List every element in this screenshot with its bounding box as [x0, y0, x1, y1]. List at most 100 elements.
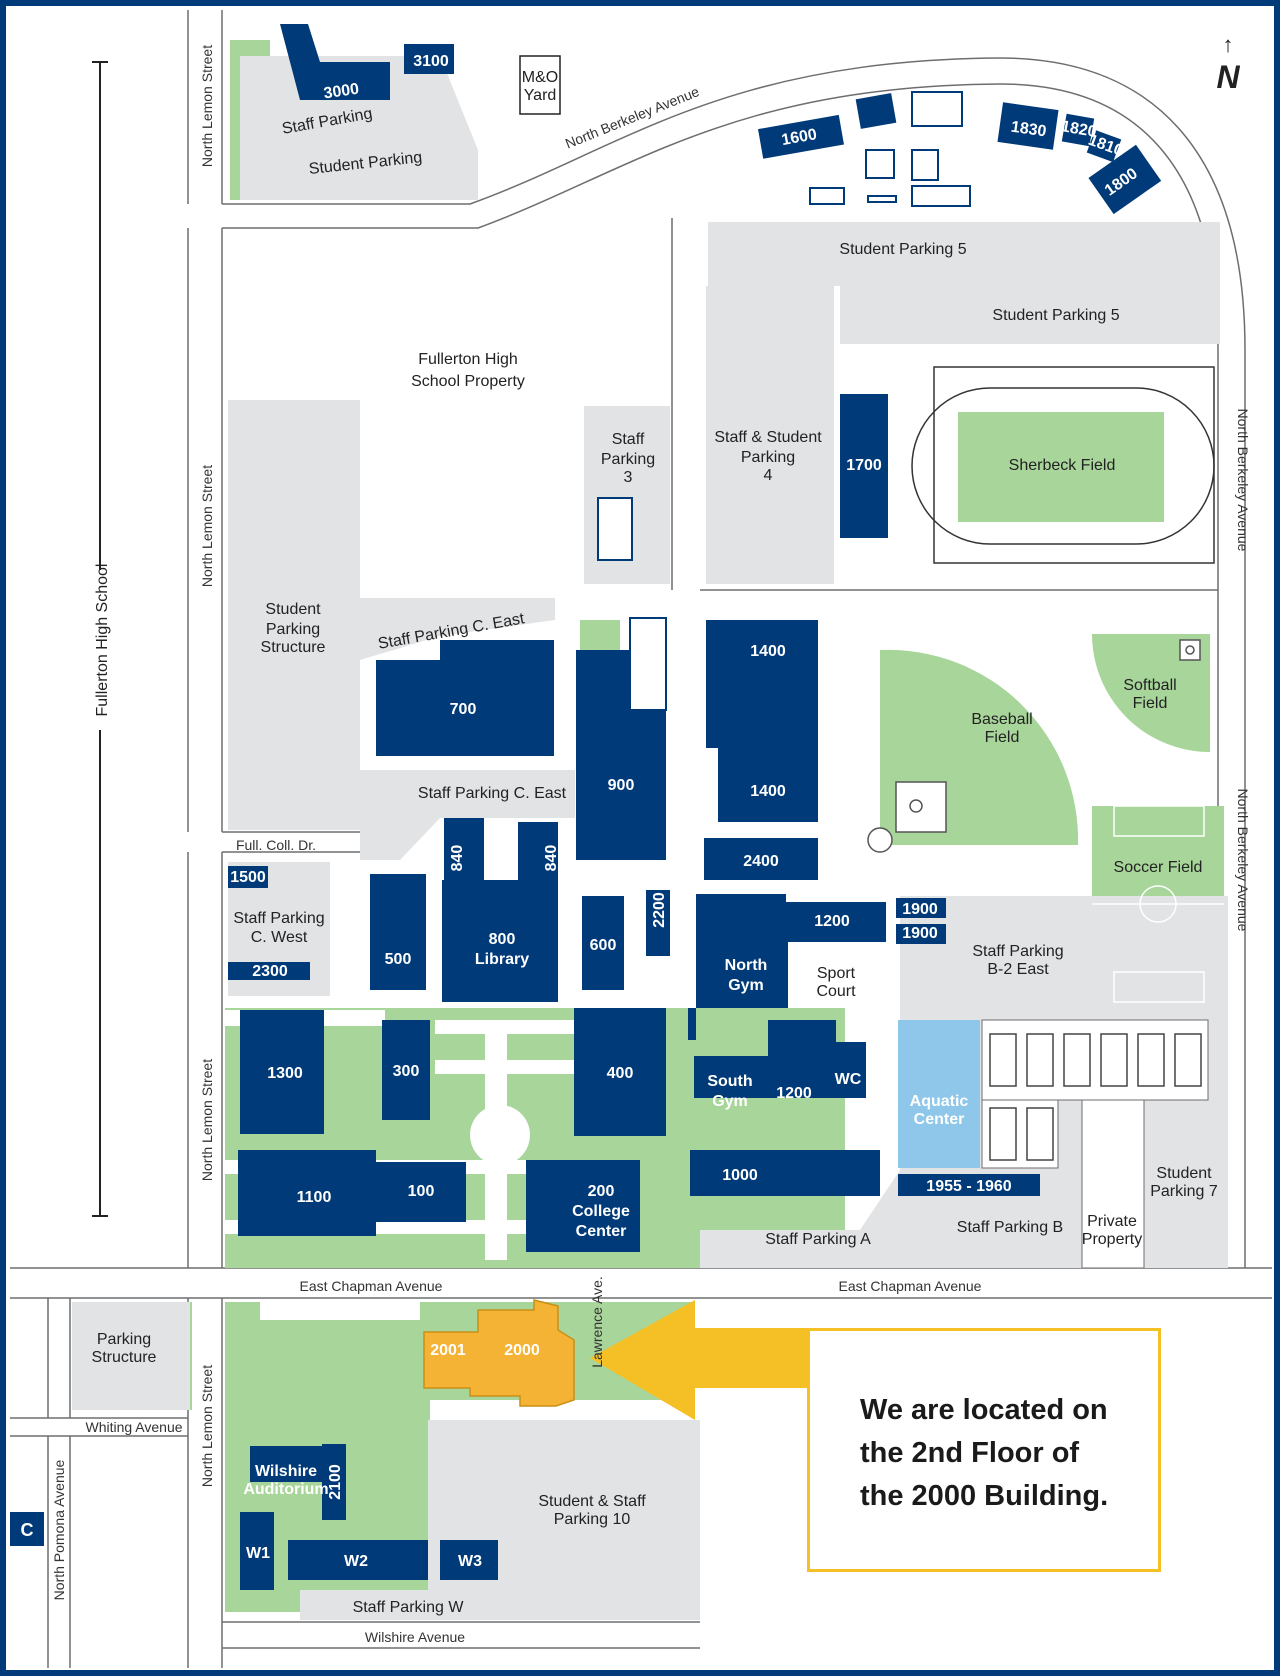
building-1500: 1500 [230, 869, 266, 886]
building-840-east: 840 [543, 845, 560, 872]
callout-line-2: the 2nd Floor of [860, 1437, 1080, 1469]
college-center-l2: College [572, 1203, 630, 1220]
buildings [228, 24, 1162, 1590]
building-1955-1960: 1955 - 1960 [926, 1178, 1012, 1195]
building-1400-north: 1400 [750, 643, 786, 660]
lot-student-staff-10-l2: Parking 10 [554, 1511, 631, 1528]
walkways [225, 1010, 700, 1420]
tennis-courts [981, 1019, 1209, 1169]
north-gym-l1: North [725, 957, 768, 974]
soccer-field-label: Soccer Field [1114, 859, 1203, 876]
building-400: 400 [607, 1065, 634, 1082]
compass-arrow-icon: ↑ [1223, 32, 1234, 57]
street-north-lemon-4: North Lemon Street [199, 1365, 215, 1487]
building-1400-south: 1400 [750, 783, 786, 800]
building-2001: 2001 [430, 1342, 466, 1359]
building-1900-b: 1900 [902, 925, 938, 942]
street-east-chapman-1: East Chapman Avenue [300, 1278, 443, 1294]
building-600: 600 [590, 937, 617, 954]
building-300: 300 [393, 1063, 420, 1080]
aquatic-center-l2: Center [914, 1111, 965, 1128]
building-3100: 3100 [413, 53, 449, 70]
college-center-l1: 200 [588, 1183, 615, 1200]
street-north-lemon-3: North Lemon Street [199, 1059, 215, 1181]
sport-court-l1: Sport [817, 965, 856, 982]
building-1200-north: 1200 [814, 913, 850, 930]
c-marker [10, 1512, 44, 1546]
building-2300: 2300 [252, 963, 288, 980]
fullerton-high-school-label: Fullerton High School [94, 564, 111, 717]
wilshire-auditorium-l1: Wilshire [255, 1463, 317, 1480]
street-wilshire: Wilshire Avenue [365, 1629, 465, 1645]
building-w3: W3 [458, 1553, 482, 1570]
south-gym-l1: South [707, 1073, 752, 1090]
building-840-west: 840 [449, 845, 466, 872]
street-north-berkeley-2: North Berkeley Avenue [1235, 789, 1251, 932]
lot-staff-parking-3-l3: 3 [624, 469, 633, 486]
building-900: 900 [608, 777, 635, 794]
street-east-chapman-2: East Chapman Avenue [839, 1278, 982, 1294]
parking-structure-l2: Structure [92, 1349, 157, 1366]
lot-staff-student-4-l3: 4 [764, 467, 773, 484]
building-w1: W1 [246, 1545, 270, 1562]
lot-student-structure-l2: Parking [266, 621, 320, 638]
building-1830: 1830 [1010, 119, 1048, 141]
building-1000: 1000 [722, 1167, 758, 1184]
lot-student-staff-10-l1: Student & Staff [538, 1493, 646, 1510]
aquatic-center-l1: Aquatic [910, 1093, 969, 1110]
street-north-lemon-2: North Lemon Street [199, 465, 215, 587]
running-track [911, 366, 1215, 564]
building-800-l2: Library [475, 951, 529, 968]
wilshire-auditorium-l2: Auditorium [243, 1481, 328, 1498]
building-1700: 1700 [846, 457, 882, 474]
softball-field-l2: Field [1133, 695, 1168, 712]
lot-student-structure-l3: Structure [261, 639, 326, 656]
college-center-l3: Center [576, 1223, 627, 1240]
lot-staff-parking-w: Staff Parking W [353, 1599, 465, 1616]
building-500: 500 [385, 951, 412, 968]
lot-staff-student-4-l1: Staff & Student [714, 429, 822, 446]
mo-yard-label-1: M&O [522, 69, 558, 86]
lot-staff-parking-a: Staff Parking A [765, 1231, 871, 1248]
building-3000: 3000 [323, 81, 361, 103]
lot-staff-c-east-2: Staff Parking C. East [418, 785, 567, 802]
baseball-field-l1: Baseball [971, 711, 1032, 728]
building-100: 100 [408, 1183, 435, 1200]
building-1300: 1300 [267, 1065, 303, 1082]
private-property-l1: Private [1087, 1213, 1137, 1230]
lot-student-structure-l1: Student [265, 601, 321, 618]
street-north-lemon-1: North Lemon Street [199, 45, 215, 167]
building-2200: 2200 [651, 892, 668, 928]
callout-line-1: We are located on [860, 1394, 1108, 1426]
north-gym-l2: Gym [728, 977, 764, 994]
lot-student-parking-5b: Student Parking 5 [992, 307, 1119, 324]
lot-staff-parking-b: Staff Parking B [957, 1219, 1063, 1236]
c-marker-label: C [21, 1520, 34, 1540]
private-property-l2: Property [1082, 1231, 1142, 1248]
sherbeck-field-label: Sherbeck Field [1009, 457, 1116, 474]
street-north-berkeley-1: North Berkeley Avenue [1235, 409, 1251, 552]
building-700: 700 [450, 701, 477, 718]
building-2100: 2100 [327, 1464, 344, 1500]
lot-staff-parking-3-l2: Parking [601, 451, 655, 468]
building-w2: W2 [344, 1553, 368, 1570]
lot-staff-b2-east-l2: B-2 East [987, 961, 1049, 978]
building-1600: 1600 [780, 126, 818, 149]
street-whiting: Whiting Avenue [85, 1419, 182, 1435]
south-gym-l2: Gym [712, 1093, 748, 1110]
lot-staff-parking-3-l1: Staff [612, 431, 645, 448]
aquatic-center [898, 1020, 980, 1168]
building-1100: 1100 [297, 1189, 332, 1206]
street-full-coll-dr: Full. Coll. Dr. [236, 837, 316, 853]
lot-student-parking-5a: Student Parking 5 [839, 241, 966, 258]
lot-staff-b2-east-l1: Staff Parking [972, 943, 1063, 960]
lot-staff-student-4-l2: Parking [741, 449, 795, 466]
sport-court-l2: Court [816, 983, 856, 1000]
building-800-l1: 800 [489, 931, 516, 948]
building-2000-highlight [423, 1299, 575, 1407]
building-wc: WC [835, 1071, 862, 1088]
location-callout: We are located on the 2nd Floor of the 2… [807, 1328, 1161, 1572]
building-2000: 2000 [504, 1342, 540, 1359]
building-1200-south: 1200 [776, 1085, 812, 1102]
